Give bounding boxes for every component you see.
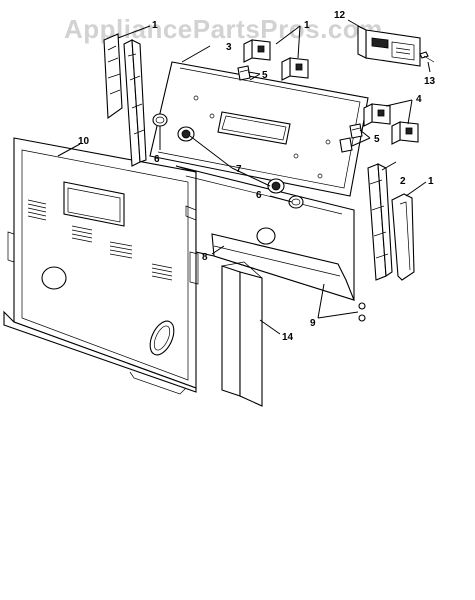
screw-part-9-b[interactable] <box>358 314 366 322</box>
callout-3: 3 <box>226 42 232 53</box>
end-trim-right-part-1[interactable] <box>391 193 415 281</box>
knob-part-7-b[interactable] <box>267 178 285 194</box>
callout-5-upper: 5 <box>262 70 268 81</box>
callout-1-left: 1 <box>152 20 158 31</box>
callout-9: 9 <box>310 318 316 329</box>
infinite-switch-part-4-upper-b[interactable] <box>281 57 309 81</box>
clock-module-part-12[interactable] <box>357 25 421 67</box>
knob-part-7-a[interactable] <box>177 126 195 142</box>
callout-13: 13 <box>424 76 436 87</box>
infinite-switch-part-4-upper-a[interactable] <box>243 39 271 63</box>
manifold-panel-part-8[interactable] <box>175 165 355 301</box>
knob-insert-part-6-a[interactable] <box>152 113 168 127</box>
callout-12: 12 <box>334 10 346 21</box>
bracket-right-part-2[interactable] <box>367 163 393 281</box>
screw-part-9-a[interactable] <box>358 302 366 310</box>
callout-numbers: 1 1 2 3 4 5 5 6 6 7 8 9 10 12 13 14 1 <box>78 10 436 343</box>
callout-6-right: 6 <box>256 190 262 201</box>
callout-8: 8 <box>202 252 208 263</box>
end-trim-left-part-1[interactable] <box>103 33 123 120</box>
callout-7: 7 <box>236 164 242 175</box>
vent-slots-middle <box>71 225 173 281</box>
vent-slots-upper <box>27 199 47 221</box>
control-panel-part-3[interactable] <box>149 61 369 197</box>
leader-lines <box>57 19 431 335</box>
switch-clip-part-5-b[interactable] <box>349 123 363 139</box>
callout-5-lower: 5 <box>374 134 380 145</box>
rear-panel-part-10[interactable] <box>3 137 199 395</box>
switch-clip-part-5-c[interactable] <box>339 137 353 153</box>
callout-14: 14 <box>282 332 294 343</box>
callout-1-right: 1 <box>428 176 434 187</box>
round-access-hole <box>41 266 67 290</box>
callout-10: 10 <box>78 136 90 147</box>
oval-opening <box>149 320 175 356</box>
callout-6-left: 6 <box>154 154 160 165</box>
callout-2: 2 <box>400 176 406 187</box>
trim-channel-part-14[interactable] <box>221 261 263 407</box>
callout-4: 4 <box>416 94 422 105</box>
bracket-left-part-2[interactable] <box>123 39 147 167</box>
screw-part-13[interactable] <box>419 51 435 63</box>
infinite-switch-part-4-right-a[interactable] <box>363 103 391 127</box>
switch-clip-part-5-a[interactable] <box>237 65 251 81</box>
infinite-switch-part-4-right-b[interactable] <box>391 121 419 145</box>
callout-1-top: 1 <box>304 20 310 31</box>
